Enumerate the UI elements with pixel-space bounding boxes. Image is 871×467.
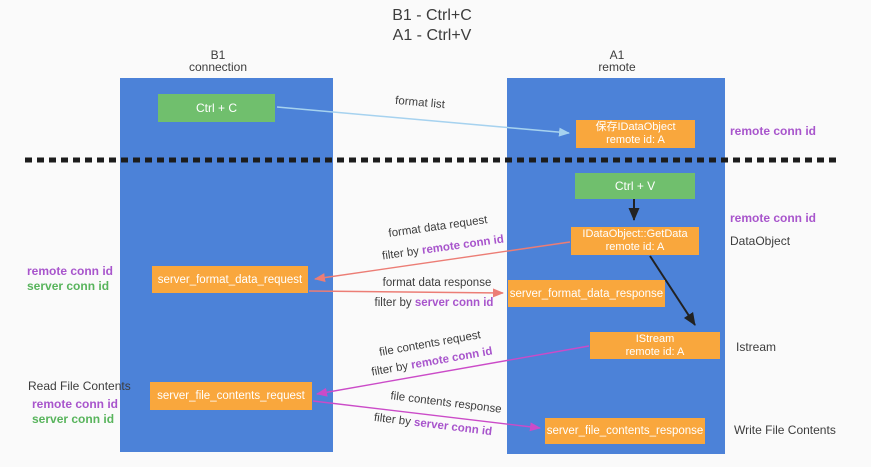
node-getdata-line2: remote id: A [605, 241, 665, 253]
flow-label-format-data-request-text: format data request [387, 214, 489, 240]
node-save-idataobject-line1: 保存IDataObject [595, 121, 676, 133]
flow-label-format-data-response: format data response [383, 277, 492, 289]
node-server-format-data-request: server_format_data_request [152, 266, 308, 293]
node-getdata-line1: IDataObject::GetData [582, 228, 688, 240]
node-server-file-contents-response-label: server_file_contents_response [546, 425, 704, 437]
node-istream: IStream remote id: A [590, 332, 720, 359]
filter-key-server-conn-id: server conn id [414, 297, 494, 309]
annotation-left-remote-conn-id-bottom: remote conn id [32, 397, 119, 411]
node-istream-line1: IStream [635, 332, 675, 345]
annotation-istream: Istream [736, 340, 777, 354]
filter-prefix: filter by [374, 297, 412, 309]
node-ctrl-c-label: Ctrl + C [195, 101, 237, 115]
node-idataobject-getdata: IDataObject::GetData remote id: A [571, 227, 699, 255]
node-ctrl-v: Ctrl + V [575, 173, 695, 199]
node-server-file-contents-request-label: server_file_contents_request [157, 390, 305, 402]
node-server-format-data-response-label: server_format_data_response [509, 287, 664, 300]
node-save-idataobject-line2: remote id: A [606, 134, 665, 146]
node-ctrl-v-label: Ctrl + V [614, 179, 656, 193]
lane-left-header-line1: B1 [210, 48, 226, 62]
node-ctrl-c: Ctrl + C [158, 94, 275, 122]
lane-left-header-line2: connection [188, 60, 248, 74]
node-istream-line2: remote id: A [625, 345, 685, 358]
flow-label-file-contents-response: file contents response [390, 390, 503, 416]
filter-prefix: filter by [373, 411, 412, 429]
title-line-2: A1 - Ctrl+V [392, 27, 472, 44]
flow-filter-file-contents-response: filter by server conn id [373, 412, 492, 438]
annotation-left-server-conn-id-bottom: server conn id [32, 412, 115, 426]
filter-prefix: filter by [381, 245, 420, 263]
node-server-file-contents-request: server_file_contents_request [150, 382, 312, 410]
annotation-left-server-conn-id-top: server conn id [27, 279, 110, 293]
node-server-file-contents-response: server_file_contents_response [545, 418, 705, 444]
node-server-format-data-request-label: server_format_data_request [157, 273, 303, 286]
annotation-left-remote-conn-id-top: remote conn id [27, 264, 114, 278]
flow-label-format-list: format list [395, 95, 446, 111]
filter-prefix: filter by [370, 360, 410, 379]
flow-label-file-contents-response-text: file contents response [389, 390, 503, 416]
lane-right-header-line2: remote [598, 60, 636, 74]
lane-left-header: B1 connection [150, 49, 286, 73]
flow-label-format-data-request: format data request [388, 214, 488, 240]
node-save-idataobject: 保存IDataObject remote id: A [576, 120, 695, 148]
filter-key-server-conn-id: server conn id [413, 416, 493, 439]
format-data-response-arrow [308, 288, 504, 298]
flow-label-format-data-response-text: format data response [382, 277, 492, 289]
flow-label-format-list-text: format list [394, 94, 446, 112]
lane-right-header: A1 remote [549, 49, 685, 73]
annotation-write-file-contents: Write File Contents [734, 423, 836, 437]
annotation-remote-conn-id-mid: remote conn id [730, 211, 817, 225]
title-line-1: B1 - Ctrl+C [392, 7, 472, 24]
annotation-dataobject: DataObject [730, 234, 791, 248]
annotation-remote-conn-id-top: remote conn id [730, 124, 817, 138]
flow-filter-format-data-response: filter by server conn id [375, 297, 494, 309]
node-server-format-data-response: server_format_data_response [508, 280, 665, 307]
filter-key-remote-conn-id: remote conn id [421, 233, 505, 257]
lane-right-header-line1: A1 [609, 48, 625, 62]
annotation-read-file-contents: Read File Contents [28, 379, 131, 393]
diagram-title: B1 - Ctrl+C A1 - Ctrl+V [327, 6, 537, 46]
